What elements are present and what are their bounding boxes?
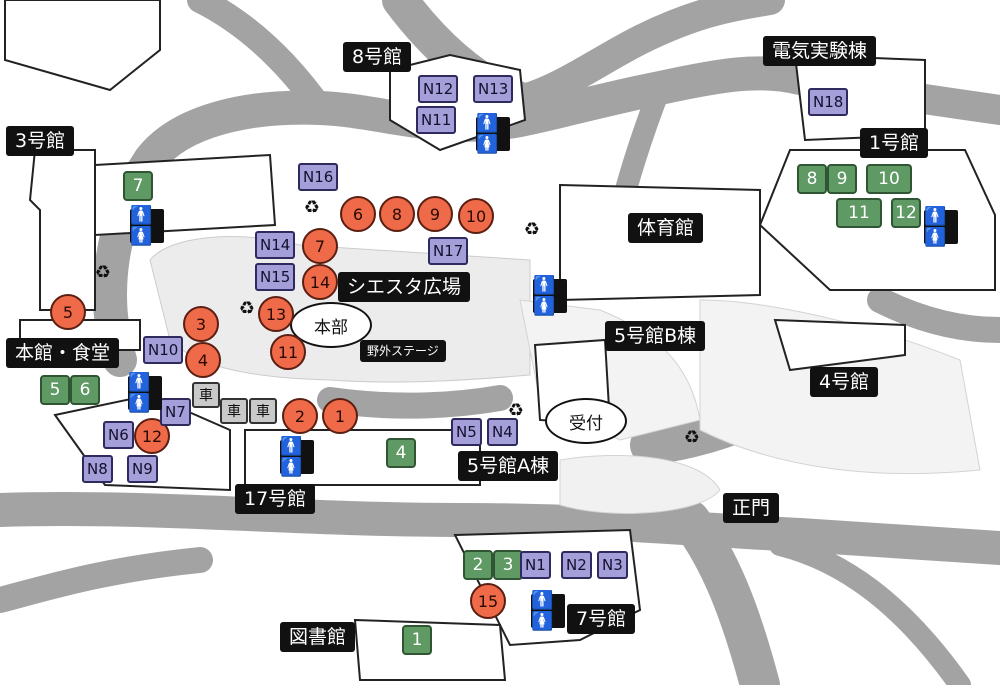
purple-spot-n12[interactable]: N12 bbox=[418, 75, 459, 103]
label-gym: 体育館 bbox=[628, 213, 704, 243]
purple-spot-n1[interactable]: N1 bbox=[520, 551, 551, 579]
restroom-icon[interactable]: 🚹🚺 bbox=[924, 206, 958, 248]
purple-spot-n18[interactable]: N18 bbox=[808, 88, 849, 116]
recycle-icon: ♻ bbox=[238, 297, 256, 319]
restroom-icon[interactable]: 🚹🚺 bbox=[476, 113, 510, 155]
label-building-5b: 5号館B棟 bbox=[605, 321, 706, 351]
label-building-3: 3号館 bbox=[6, 126, 75, 156]
green-spot-4[interactable]: 4 bbox=[386, 438, 416, 468]
purple-spot-n8[interactable]: N8 bbox=[82, 455, 113, 483]
label-building-4: 4号館 bbox=[810, 367, 879, 397]
car-badge[interactable]: 車 bbox=[249, 398, 277, 424]
green-spot-10[interactable]: 10 bbox=[866, 164, 912, 194]
green-spot-12[interactable]: 12 bbox=[891, 198, 921, 228]
purple-spot-n3[interactable]: N3 bbox=[597, 551, 628, 579]
restroom-icon[interactable]: 🚹🚺 bbox=[280, 436, 314, 478]
purple-spot-n9[interactable]: N9 bbox=[127, 455, 158, 483]
label-building-5a: 5号館A棟 bbox=[458, 451, 559, 481]
purple-spot-n10[interactable]: N10 bbox=[143, 336, 184, 364]
red-spot-1[interactable]: 1 bbox=[322, 398, 358, 434]
red-spot-4[interactable]: 4 bbox=[185, 342, 221, 378]
restroom-icon[interactable]: 🚹🚺 bbox=[128, 372, 162, 414]
red-spot-12[interactable]: 12 bbox=[134, 418, 170, 454]
red-spot-14[interactable]: 14 bbox=[302, 264, 338, 300]
label-building-1: 1号館 bbox=[860, 128, 929, 158]
green-spot-9[interactable]: 9 bbox=[827, 164, 857, 194]
green-spot-11[interactable]: 11 bbox=[836, 198, 882, 228]
purple-spot-n2[interactable]: N2 bbox=[561, 551, 592, 579]
red-spot-13[interactable]: 13 bbox=[258, 296, 294, 332]
label-denki-jikken: 電気実験棟 bbox=[763, 36, 877, 66]
green-spot-2[interactable]: 2 bbox=[463, 550, 493, 580]
purple-spot-n16[interactable]: N16 bbox=[298, 163, 339, 191]
label-building-7: 7号館 bbox=[567, 604, 636, 634]
red-spot-15[interactable]: 15 bbox=[470, 583, 506, 619]
restroom-icon[interactable]: 🚹🚺 bbox=[533, 275, 567, 317]
recycle-icon: ♻ bbox=[94, 261, 112, 283]
purple-spot-n5[interactable]: N5 bbox=[451, 418, 482, 446]
label-building-17: 17号館 bbox=[235, 484, 316, 514]
label-building-8: 8号館 bbox=[343, 42, 412, 72]
green-spot-7[interactable]: 7 bbox=[123, 171, 153, 201]
purple-spot-n14[interactable]: N14 bbox=[255, 231, 296, 259]
green-spot-8[interactable]: 8 bbox=[797, 164, 827, 194]
recycle-icon: ♻ bbox=[507, 399, 525, 421]
red-spot-9[interactable]: 9 bbox=[417, 196, 453, 232]
restroom-icon[interactable]: 🚹🚺 bbox=[130, 205, 164, 247]
red-spot-10[interactable]: 10 bbox=[458, 198, 494, 234]
red-spot-7[interactable]: 7 bbox=[302, 228, 338, 264]
purple-spot-n17[interactable]: N17 bbox=[428, 237, 469, 265]
label-siesta-plaza: シエスタ広場 bbox=[338, 272, 471, 302]
label-honkan-shokudo: 本館・食堂 bbox=[6, 338, 120, 368]
recycle-icon: ♻ bbox=[683, 426, 701, 448]
restroom-icon[interactable]: 🚹🚺 bbox=[531, 590, 565, 632]
red-spot-6[interactable]: 6 bbox=[340, 196, 376, 232]
purple-spot-n13[interactable]: N13 bbox=[473, 75, 514, 103]
reception-oval[interactable]: 受付 bbox=[545, 398, 627, 444]
recycle-icon: ♻ bbox=[303, 196, 321, 218]
label-library: 図書館 bbox=[280, 622, 356, 652]
red-spot-5[interactable]: 5 bbox=[50, 294, 86, 330]
red-spot-3[interactable]: 3 bbox=[183, 306, 219, 342]
hq-oval[interactable]: 本部 bbox=[290, 302, 372, 348]
green-spot-1[interactable]: 1 bbox=[402, 625, 432, 655]
purple-spot-n11[interactable]: N11 bbox=[416, 106, 457, 134]
purple-spot-n6[interactable]: N6 bbox=[103, 421, 134, 449]
green-spot-6[interactable]: 6 bbox=[70, 375, 100, 405]
label-main-gate: 正門 bbox=[723, 493, 780, 523]
red-spot-2[interactable]: 2 bbox=[282, 398, 318, 434]
car-badge[interactable]: 車 bbox=[220, 398, 248, 424]
purple-spot-n4[interactable]: N4 bbox=[487, 418, 518, 446]
red-spot-11[interactable]: 11 bbox=[270, 334, 306, 370]
green-spot-3[interactable]: 3 bbox=[493, 550, 523, 580]
car-badge[interactable]: 車 bbox=[192, 382, 220, 408]
purple-spot-n15[interactable]: N15 bbox=[255, 263, 296, 291]
label-outdoor-stage: 野外ステージ bbox=[360, 340, 446, 362]
red-spot-8[interactable]: 8 bbox=[379, 196, 415, 232]
purple-spot-n7[interactable]: N7 bbox=[160, 398, 191, 426]
green-spot-5[interactable]: 5 bbox=[40, 375, 70, 405]
recycle-icon: ♻ bbox=[523, 218, 541, 240]
